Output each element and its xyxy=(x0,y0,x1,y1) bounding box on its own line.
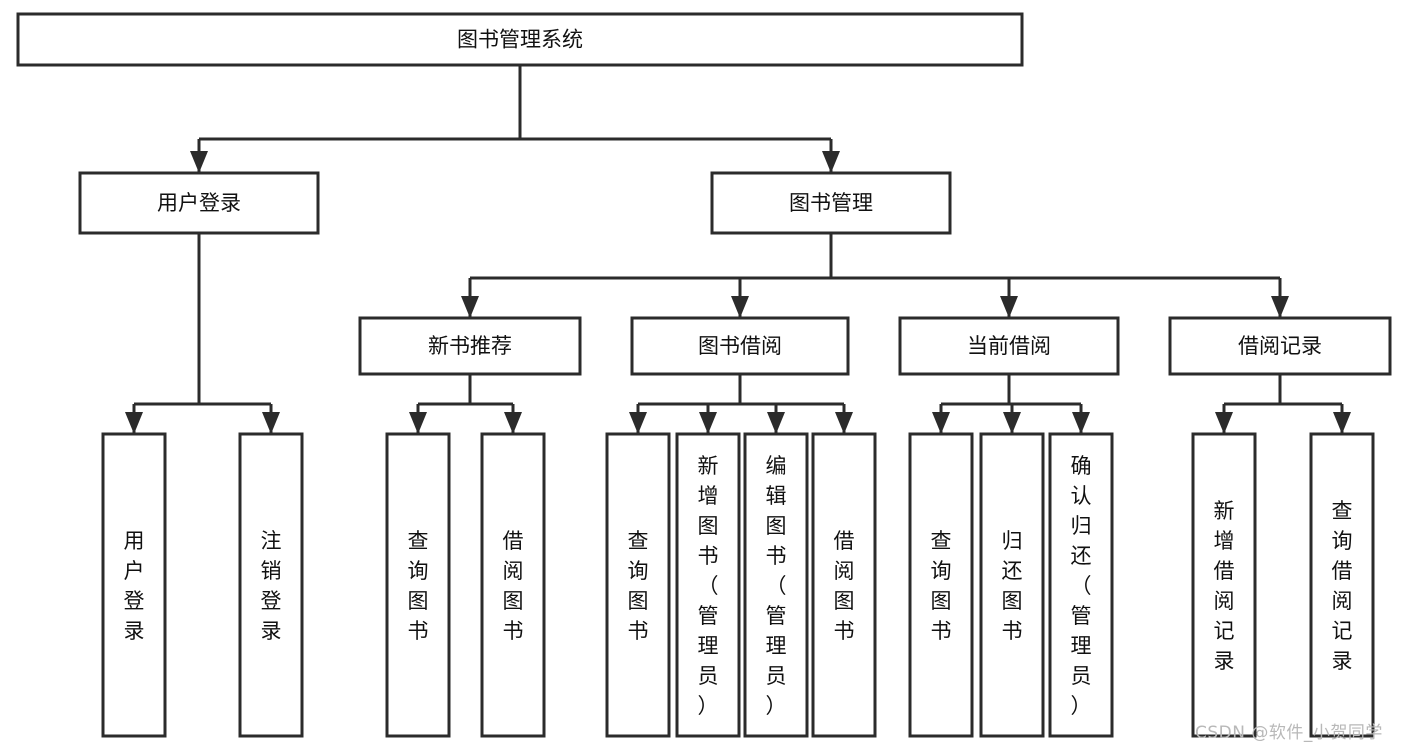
arrow-head-icon xyxy=(1000,296,1018,318)
arrow-head-icon xyxy=(190,151,208,173)
nodes-layer: 图书管理系统用户登录图书管理新书推荐图书借阅当前借阅借阅记录用户登录注销登录查询… xyxy=(16,12,1392,738)
node-box[interactable] xyxy=(16,12,1024,67)
node-label: 查询图书 xyxy=(408,529,429,643)
arrow-head-icon xyxy=(767,412,785,434)
node-box[interactable] xyxy=(743,432,809,738)
node-box[interactable] xyxy=(480,432,546,738)
node-box[interactable] xyxy=(898,316,1120,376)
node-label: 借阅记录 xyxy=(1238,334,1322,358)
arrow-head-icon xyxy=(835,412,853,434)
node-box[interactable] xyxy=(605,432,671,738)
node-label: 图书管理 xyxy=(789,191,873,215)
node-label: 用户登录 xyxy=(157,191,241,215)
node-box[interactable] xyxy=(385,432,451,738)
node-label: 借阅图书 xyxy=(503,529,524,643)
arrow-head-icon xyxy=(629,412,647,434)
node-l2_1[interactable]: 图书管理 xyxy=(710,171,952,235)
node-l4_4[interactable]: 查询图书 xyxy=(605,432,671,738)
node-l4_0[interactable]: 用户登录 xyxy=(101,432,167,738)
node-root[interactable]: 图书管理系统 xyxy=(16,12,1024,67)
node-label: 查询图书 xyxy=(931,529,952,643)
node-l4_8[interactable]: 查询图书 xyxy=(908,432,974,738)
node-l4_1[interactable]: 注销登录 xyxy=(238,432,304,738)
node-l3_1[interactable]: 图书借阅 xyxy=(630,316,850,376)
node-l4_12[interactable]: 查询借阅记录 xyxy=(1309,432,1375,738)
node-box[interactable] xyxy=(1048,432,1114,738)
arrow-head-icon xyxy=(262,412,280,434)
node-box[interactable] xyxy=(811,432,877,738)
node-l2_0[interactable]: 用户登录 xyxy=(78,171,320,235)
node-l3_3[interactable]: 借阅记录 xyxy=(1168,316,1392,376)
node-label: 新书推荐 xyxy=(428,334,512,358)
node-box[interactable] xyxy=(101,432,167,738)
node-box[interactable] xyxy=(1168,316,1392,376)
arrow-head-icon xyxy=(1072,412,1090,434)
node-l4_5[interactable]: 新增图书（管理员） xyxy=(675,432,741,738)
edges-layer xyxy=(125,65,1351,434)
node-box[interactable] xyxy=(908,432,974,738)
arrow-head-icon xyxy=(409,412,427,434)
node-label: 确认归还（管理员） xyxy=(1071,454,1092,718)
node-l3_0[interactable]: 新书推荐 xyxy=(358,316,582,376)
node-box[interactable] xyxy=(979,432,1045,738)
node-l4_9[interactable]: 归还图书 xyxy=(979,432,1045,738)
node-box[interactable] xyxy=(358,316,582,376)
node-box[interactable] xyxy=(1191,432,1257,738)
arrow-head-icon xyxy=(699,412,717,434)
node-box[interactable] xyxy=(78,171,320,235)
arrow-head-icon xyxy=(932,412,950,434)
arrow-head-icon xyxy=(1003,412,1021,434)
node-label: 借阅图书 xyxy=(834,529,855,643)
node-l4_10[interactable]: 确认归还（管理员） xyxy=(1048,432,1114,738)
node-box[interactable] xyxy=(675,432,741,738)
node-label: 当前借阅 xyxy=(967,334,1051,358)
node-label: 查询借阅记录 xyxy=(1332,499,1353,673)
arrow-head-icon xyxy=(731,296,749,318)
node-label: 图书管理系统 xyxy=(457,28,583,52)
node-l4_7[interactable]: 借阅图书 xyxy=(811,432,877,738)
node-label: 新增借阅记录 xyxy=(1214,499,1235,673)
arrow-head-icon xyxy=(1333,412,1351,434)
node-label: 注销登录 xyxy=(261,529,282,643)
arrow-head-icon xyxy=(504,412,522,434)
node-label: 归还图书 xyxy=(1002,529,1023,643)
node-l4_3[interactable]: 借阅图书 xyxy=(480,432,546,738)
node-l4_11[interactable]: 新增借阅记录 xyxy=(1191,432,1257,738)
node-l4_2[interactable]: 查询图书 xyxy=(385,432,451,738)
node-box[interactable] xyxy=(1309,432,1375,738)
arrow-head-icon xyxy=(461,296,479,318)
arrow-head-icon xyxy=(125,412,143,434)
arrow-head-icon xyxy=(1215,412,1233,434)
node-label: 用户登录 xyxy=(124,529,145,643)
node-box[interactable] xyxy=(710,171,952,235)
arrow-head-icon xyxy=(822,151,840,173)
node-label: 查询图书 xyxy=(628,529,649,643)
node-box[interactable] xyxy=(238,432,304,738)
node-label: 图书借阅 xyxy=(698,334,782,358)
node-label: 编辑图书（管理员） xyxy=(766,454,787,718)
node-l4_6[interactable]: 编辑图书（管理员） xyxy=(743,432,809,738)
node-label: 新增图书（管理员） xyxy=(698,454,719,718)
node-box[interactable] xyxy=(630,316,850,376)
node-l3_2[interactable]: 当前借阅 xyxy=(898,316,1120,376)
arrow-head-icon xyxy=(1271,296,1289,318)
